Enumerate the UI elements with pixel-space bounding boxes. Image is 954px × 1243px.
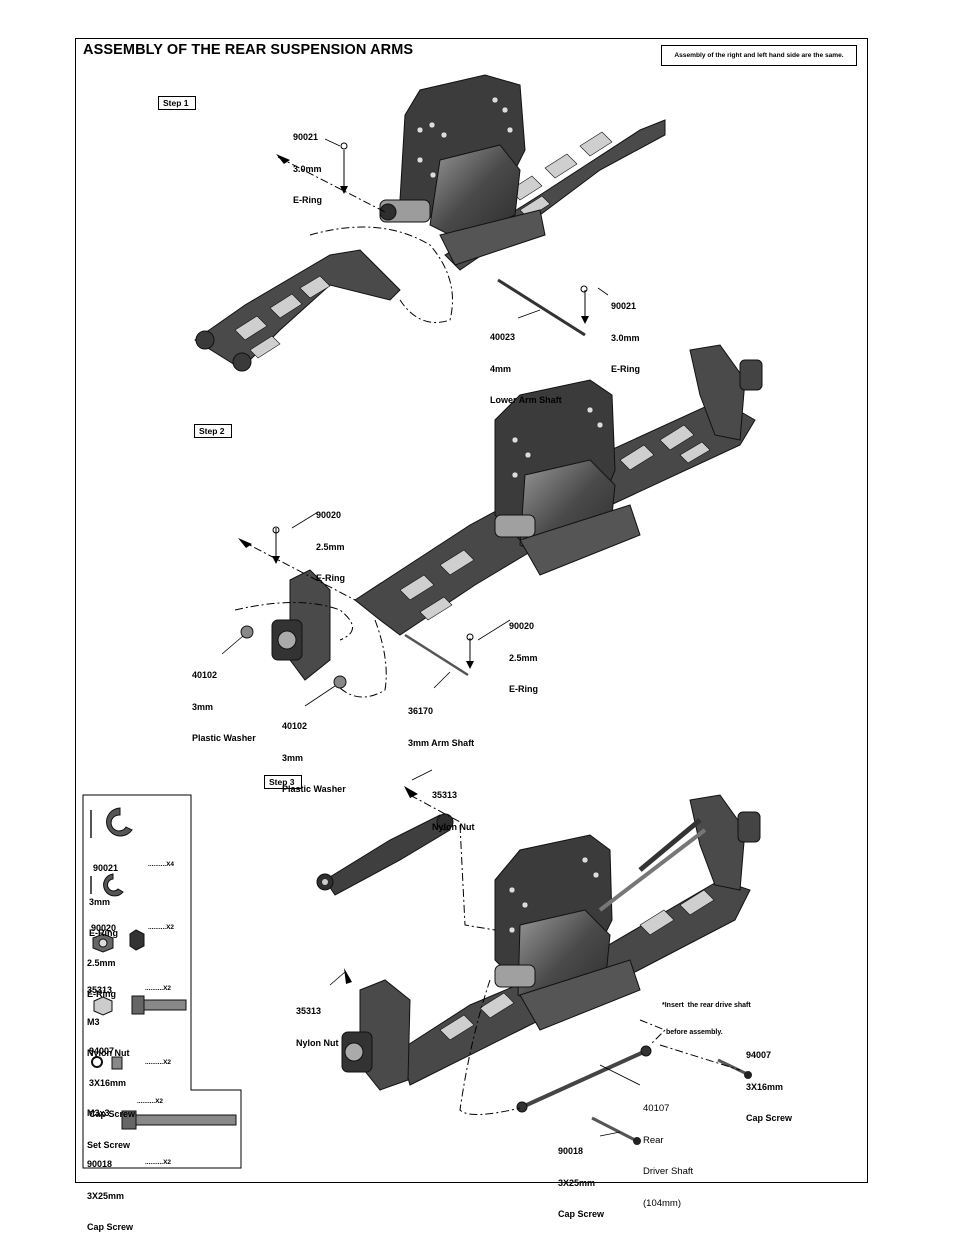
step3-callout-screw25: 90018 3X25mm Cap Screw xyxy=(558,1146,605,1219)
step2-callout-arm-shaft: 36170 3mm Arm Shaft xyxy=(408,706,475,748)
step3-callout-screw16: 94007 3X16mm Cap Screw xyxy=(746,1050,793,1123)
parts-item-94007: 94007 3X16mm Cap Screw xyxy=(89,1046,136,1119)
step1-drawing xyxy=(194,74,666,372)
step2-callout-washer-bottom: 40102 3mm Plastic Washer xyxy=(282,721,346,794)
parts-qty-35313: ..........X2 xyxy=(145,985,172,992)
step3-label: Step 3 xyxy=(264,775,302,789)
parts-qty-90021: ..........X4 xyxy=(148,861,175,868)
parts-list-frame xyxy=(82,794,242,1169)
step1-callout-eRing-left: 90021 3.0mm E-Ring xyxy=(293,132,322,205)
step2-callout-washer-left: 40102 3mm Plastic Washer xyxy=(192,670,256,743)
step1-label: Step 1 xyxy=(158,96,196,110)
step2-label: Step 2 xyxy=(194,424,232,438)
step1-callout-eRing-right: 90021 3.0mm E-Ring xyxy=(611,301,640,374)
step1-callout-shaft: 40023 4mm Lower Arm Shaft xyxy=(490,332,562,405)
parts-qty-94007: ..........X2 xyxy=(145,1059,172,1066)
parts-item-35313: 35313 M3 Nylon Nut xyxy=(87,985,130,1058)
step3-drive-shaft-note: *Insert the rear drive shaft before asse… xyxy=(662,1002,751,1036)
parts-item-m3x3: M3x3 Set Screw xyxy=(87,1108,131,1150)
parts-item-90018: 90018 3X25mm Cap Screw xyxy=(87,1159,134,1232)
parts-item-90021: 90021 3mm E-Ring xyxy=(89,863,119,938)
step3-drawing xyxy=(316,769,761,1145)
step2-drawing xyxy=(221,344,763,707)
parts-qty-m3x3: ..........X2 xyxy=(137,1098,164,1105)
step2-callout-eRing-bottom: 90020 2.5mm E-Ring xyxy=(509,621,538,694)
step3-callout-nut-left: 35313 Nylon Nut xyxy=(296,1006,339,1048)
step3-callout-nut-top: 35313 Nylon Nut xyxy=(432,790,475,832)
parts-qty-90018: ..........X2 xyxy=(145,1159,172,1166)
step2-callout-eRing-top: 90020 2.5mm E-Ring xyxy=(316,510,345,583)
parts-item-90020: 90020 2.5mm E-Ring xyxy=(87,923,117,999)
assembly-note: Assembly of the right and left hand side… xyxy=(661,45,857,66)
step3-callout-drive-shaft: 40107 Rear Driver Shaft (104mm) xyxy=(643,1103,694,1209)
page-title: ASSEMBLY OF THE REAR SUSPENSION ARMS xyxy=(83,42,414,58)
parts-qty-90020: ..........X2 xyxy=(148,924,175,931)
page-frame xyxy=(75,38,868,1183)
